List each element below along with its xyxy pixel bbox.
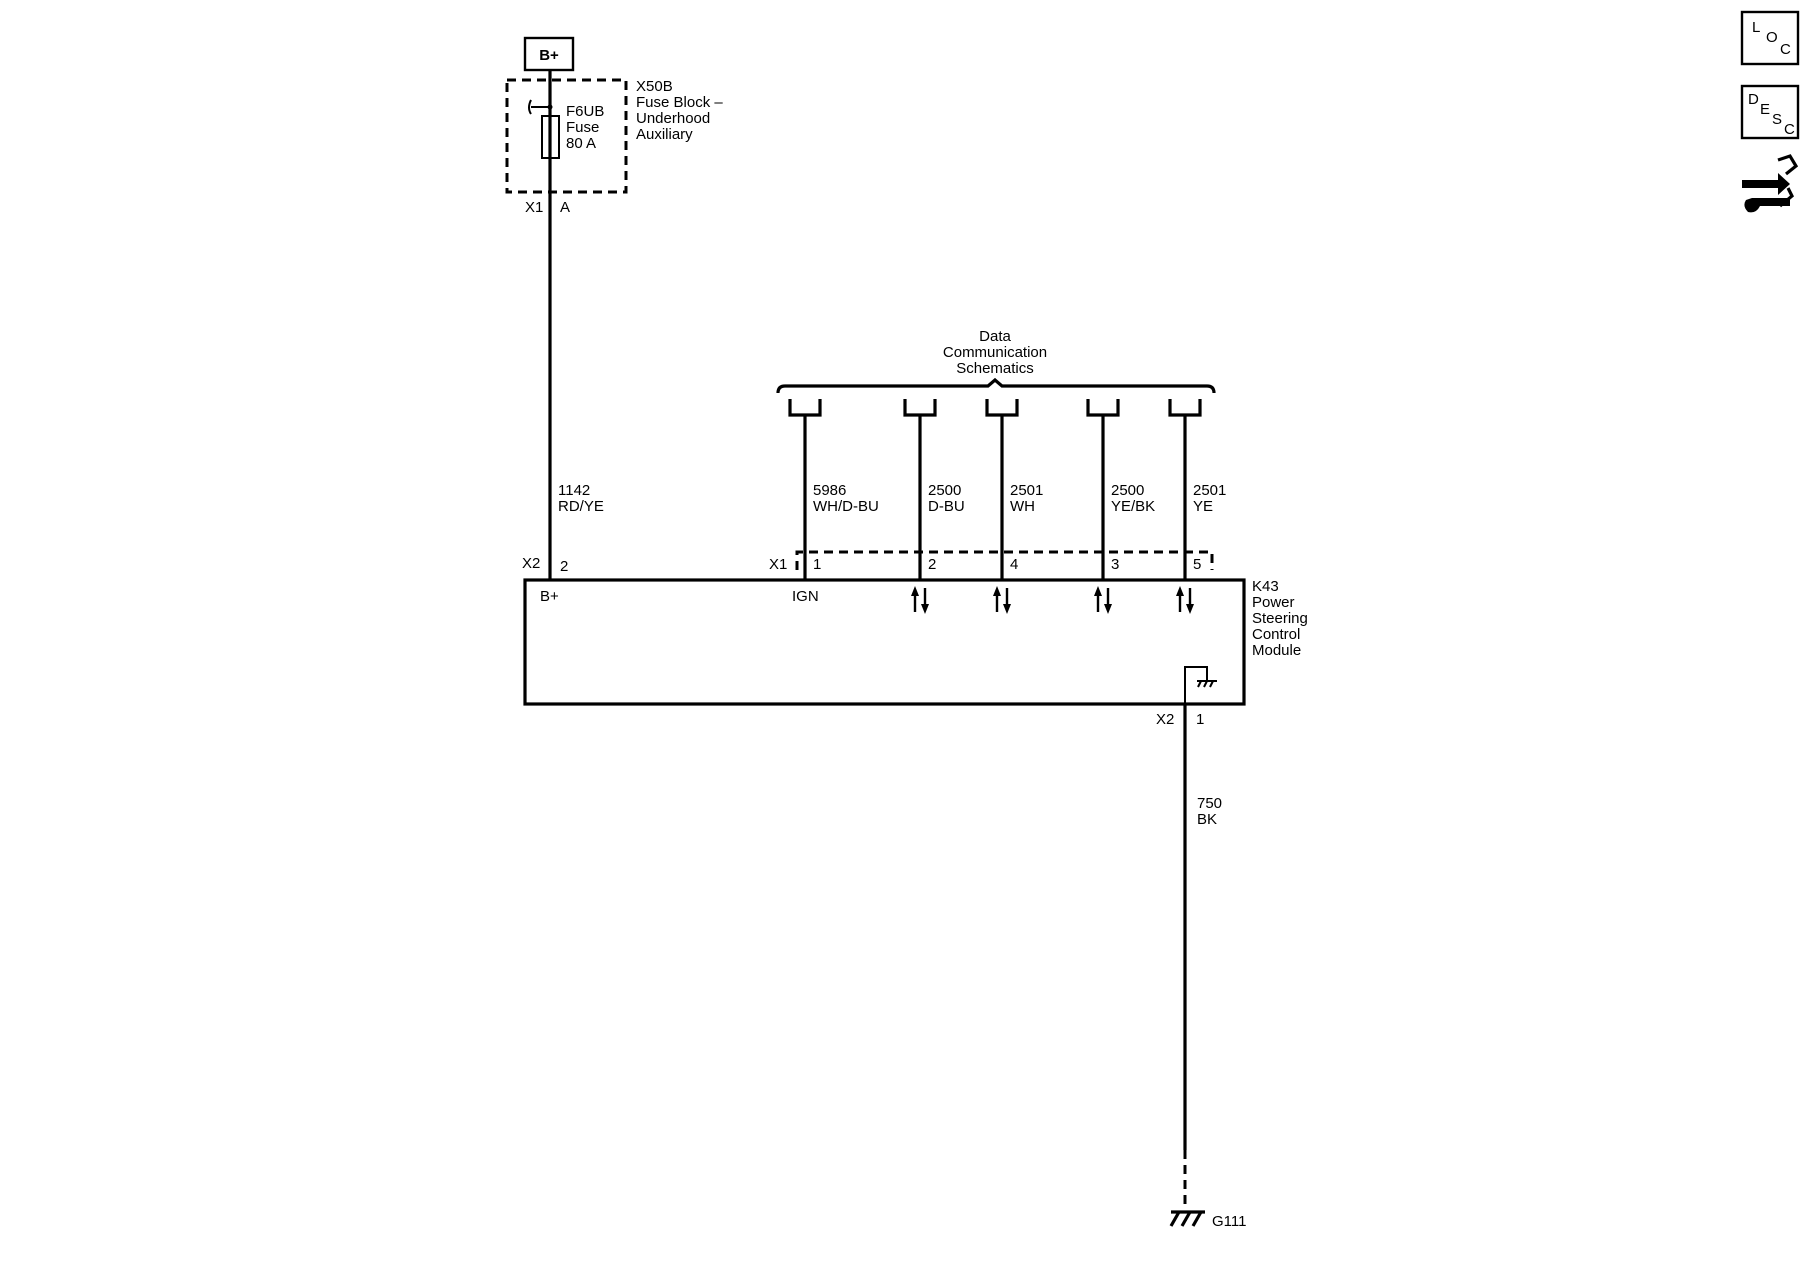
fuse-block-line-3: Underhood	[636, 110, 710, 127]
ground-color: BK	[1197, 811, 1217, 828]
data-comm-bracket	[776, 377, 1216, 394]
desc-icon-e: E	[1760, 101, 1770, 118]
internal-ground-symbol	[1184, 666, 1217, 704]
module-ign-label: IGN	[792, 588, 819, 605]
b-plus-label: B+	[539, 47, 559, 64]
module-x1-connector: X1	[769, 556, 787, 573]
fuse-word: Fuse	[566, 119, 599, 136]
fuse-pin-label: A	[560, 199, 570, 216]
wire-2501-wh-color: WH	[1010, 498, 1035, 515]
supply-circuit: 1142	[558, 482, 590, 499]
wire-2500-yebk-circuit: 2500	[1111, 482, 1144, 499]
wire-2501-ye-color: YE	[1193, 498, 1213, 515]
bidi-arrow-pin-5	[1176, 586, 1194, 614]
fuse-block-line-2: Fuse Block –	[636, 94, 723, 111]
wire-2501-ye-circuit: 2501	[1193, 482, 1226, 499]
module-x2-bottom-pin: 1	[1196, 711, 1204, 728]
fuse-name: F6UB	[566, 103, 604, 120]
wire-2501-wh-pin: 4	[1010, 556, 1018, 573]
b-plus-source: B+	[523, 36, 575, 72]
supply-color: RD/YE	[558, 498, 604, 515]
data-wire-5986: 5986 WH/D-BU 1	[788, 399, 879, 580]
wire-2500-yebk-color: YE/BK	[1111, 498, 1155, 515]
data-wire-2501-wh: 2501 WH 4	[985, 399, 1043, 580]
wire-2500-dbu-circuit: 2500	[928, 482, 961, 499]
fuse-rating: 80 A	[566, 135, 596, 152]
bidi-arrow-pin-2	[911, 586, 929, 614]
fuse-block-x50b: F6UB Fuse 80 A	[505, 78, 628, 194]
wire-5986-pin: 1	[813, 556, 821, 573]
data-comm-title-1: Data	[979, 328, 1011, 345]
chassis-ground-g111	[1169, 1210, 1205, 1227]
module-x2-top-pin: 2	[560, 558, 568, 575]
wire-2500-dbu-pin: 2	[928, 556, 936, 573]
fuse-connector-label: X1	[525, 199, 543, 216]
data-comm-title-2: Communication	[943, 344, 1047, 361]
loc-icon[interactable]: L O C	[1740, 10, 1800, 66]
x1-connector-outline	[795, 550, 1214, 570]
data-wire-2501-ye: 2501 YE 5	[1168, 399, 1226, 580]
wire-2501-wh-circuit: 2501	[1010, 482, 1043, 499]
desc-icon[interactable]: D E S C	[1740, 84, 1800, 140]
fuse-block-line-4: Auxiliary	[636, 126, 693, 143]
desc-icon-c: C	[1784, 121, 1795, 138]
module-name: K43	[1252, 578, 1279, 595]
k43-module-box	[523, 578, 1246, 706]
loc-icon-l: L	[1752, 19, 1760, 36]
module-x2-top-connector: X2	[522, 555, 540, 572]
wire-5986-color: WH/D-BU	[813, 498, 879, 515]
module-name-2: Power	[1252, 594, 1295, 611]
bidi-arrow-pin-4	[993, 586, 1011, 614]
loc-icon-c: C	[1780, 41, 1791, 58]
connector-tool-icon[interactable]	[1742, 154, 1799, 213]
bidirectional-arrows	[911, 586, 1194, 614]
module-name-4: Control	[1252, 626, 1300, 643]
wire-5986-circuit: 5986	[813, 482, 846, 499]
module-name-5: Module	[1252, 642, 1301, 659]
module-name-3: Steering	[1252, 610, 1308, 627]
ground-label: G111	[1212, 1213, 1246, 1230]
module-x2-bottom-connector: X2	[1156, 711, 1174, 728]
loc-icon-o: O	[1766, 29, 1778, 46]
wire-2500-yebk-pin: 3	[1111, 556, 1119, 573]
fuse-block-name: X50B	[636, 78, 673, 95]
bidi-arrow-pin-3	[1094, 586, 1112, 614]
desc-icon-s: S	[1772, 111, 1782, 128]
ground-circuit: 750	[1197, 795, 1222, 812]
module-b-plus-label: B+	[540, 588, 559, 605]
wire-2501-ye-pin: 5	[1193, 556, 1201, 573]
wire-2500-dbu-color: D-BU	[928, 498, 965, 515]
data-comm-title-3: Schematics	[956, 360, 1034, 377]
desc-icon-d: D	[1748, 91, 1759, 108]
